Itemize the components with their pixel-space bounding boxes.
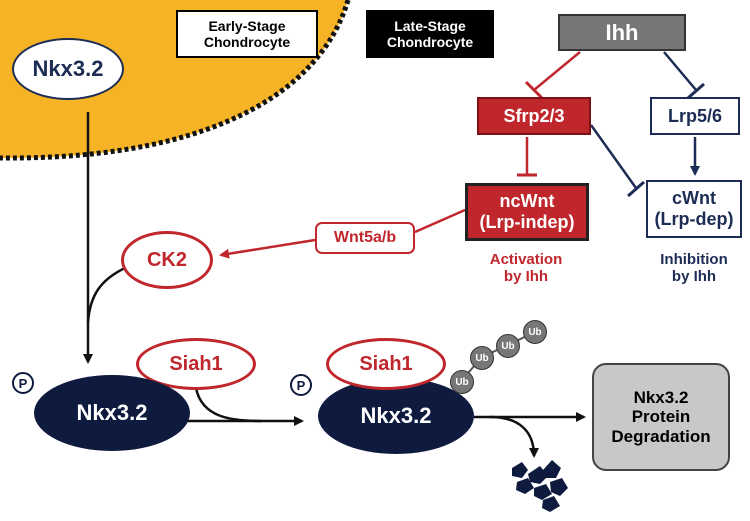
line-ncwnt-wnt5 — [414, 208, 466, 234]
late-stage-chondrocyte-label: Late-Stage Chondrocyte — [366, 10, 494, 58]
siah1-node-free: Siah1 — [136, 338, 256, 390]
cwnt-node: cWnt (Lrp-dep) — [646, 180, 742, 238]
ck2-node: CK2 — [121, 231, 213, 289]
wnt5a-b-node: Wnt5a/b — [315, 222, 415, 254]
ncwnt-line1: ncWnt — [499, 191, 555, 212]
inhibition-line2: by Ihh — [671, 268, 717, 285]
inhibit-ihh-sfrp — [533, 51, 581, 91]
late-stage-line2: Chondrocyte — [386, 34, 474, 50]
cwnt-line1: cWnt — [672, 188, 716, 209]
early-stage-chondrocyte-label: Early-Stage Chondrocyte — [176, 10, 318, 58]
activation-line1: Activation — [489, 250, 563, 268]
late-stage-line1: Late-Stage — [394, 17, 466, 34]
inhibit-bar-sfrp — [524, 80, 544, 100]
ncwnt-line2: (Lrp-indep) — [479, 212, 575, 232]
ubiquitin-2: Ub — [470, 346, 494, 370]
inhibit-sfrp-cwnt — [589, 124, 638, 189]
cell-membrane-dashed — [0, 0, 351, 161]
inhibit-bar-lrp — [687, 82, 705, 100]
ubiquitin-4: Ub — [523, 320, 547, 344]
ubiquitin-3: Ub — [496, 334, 520, 358]
activation-by-ihh-label: Activation by Ihh — [462, 248, 590, 288]
inhibition-line1: Inhibition — [660, 250, 728, 268]
lrp5-6-node: Lrp5/6 — [650, 97, 740, 135]
ihh-node: Ihh — [558, 14, 686, 51]
cwnt-line2: (Lrp-dep) — [654, 209, 734, 229]
arrow-wnt5-ck2 — [219, 238, 316, 259]
degraded-protein-fragments — [512, 460, 568, 512]
ncwnt-node: ncWnt (Lrp-indep) — [465, 183, 589, 241]
ubiquitin-1: Ub — [450, 370, 474, 394]
inhibition-by-ihh-label: Inhibition by Ihh — [638, 248, 750, 288]
degradation-line2: Protein — [631, 407, 691, 427]
degradation-line1: Nkx3.2 — [633, 387, 689, 407]
siah1-node-bound: Siah1 — [326, 338, 446, 390]
degradation-line3: Degradation — [611, 426, 711, 446]
activation-line2: by Ihh — [503, 268, 549, 285]
nkx3-2-early-node: Nkx3.2 — [12, 38, 124, 100]
inhibit-ihh-lrp — [663, 51, 697, 91]
nkx3-2-ubiquitinated-node: Nkx3.2 — [318, 378, 474, 454]
arrow-ck2-to-nkx — [86, 266, 126, 323]
early-stage-line1: Early-Stage — [208, 17, 286, 34]
nkx3-2-phosphorylated-node: Nkx3.2 — [34, 375, 190, 451]
arrow-to-fragments — [489, 415, 539, 458]
nkx3-2-protein-degradation-box: Nkx3.2 Protein Degradation — [592, 363, 730, 471]
siah1-binding-curve — [194, 387, 263, 423]
phosphate-badge-2: P — [290, 374, 312, 396]
phosphate-badge-1: P — [12, 372, 34, 394]
inhibit-bar-cwnt — [627, 180, 645, 198]
ubiquitin-chain-links — [461, 331, 536, 381]
early-stage-line2: Chondrocyte — [203, 34, 291, 50]
sfrp2-3-node: Sfrp2/3 — [477, 97, 591, 135]
